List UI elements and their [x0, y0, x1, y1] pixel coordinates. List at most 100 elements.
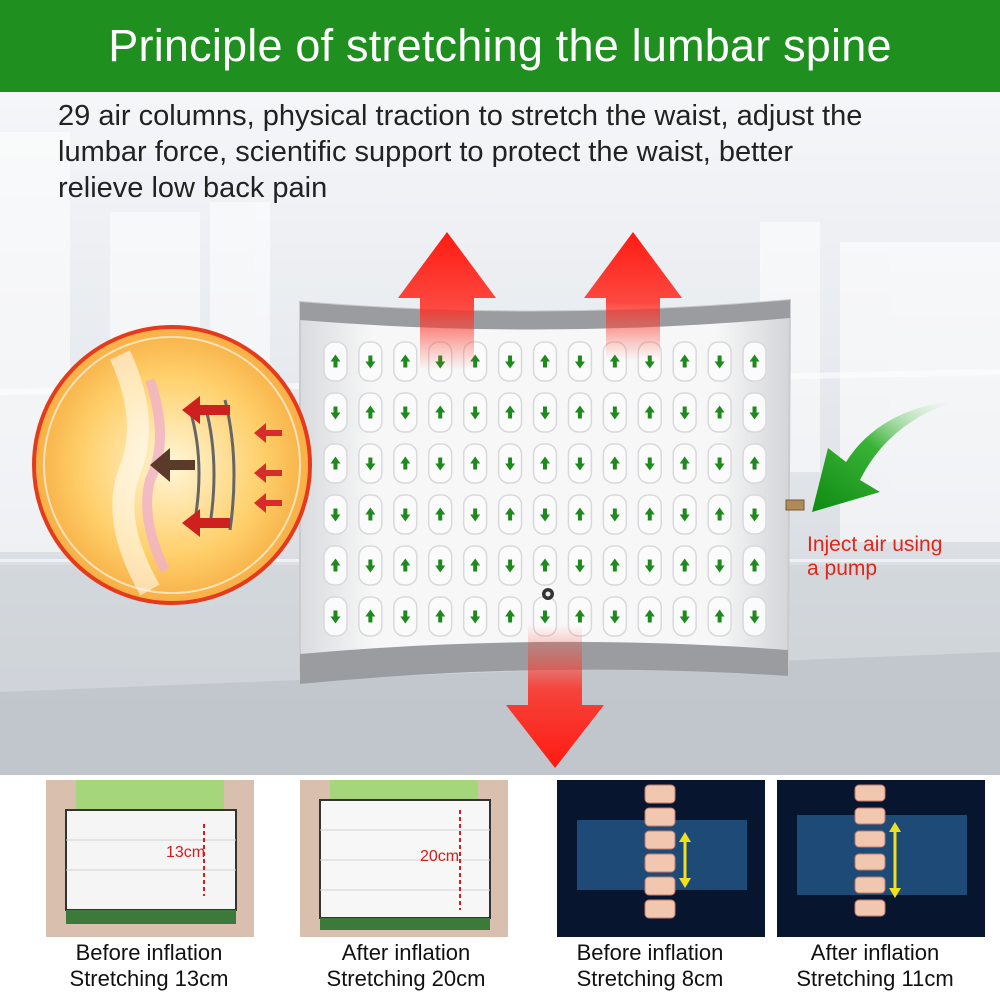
tiny-down-arrow-icon — [470, 610, 481, 624]
comparison-xray-after — [777, 780, 985, 937]
tiny-down-arrow-icon — [574, 457, 585, 471]
tiny-up-arrow-icon — [679, 558, 690, 572]
caption-top: After inflation — [810, 940, 940, 965]
tiny-up-arrow-icon — [714, 405, 725, 419]
measurement-label: 13cm — [166, 844, 206, 861]
tiny-down-arrow-icon — [540, 610, 550, 624]
page-title: Principle of stretching the lumbar spine — [108, 20, 892, 71]
tiny-up-arrow-icon — [435, 507, 446, 521]
tiny-down-arrow-icon — [400, 508, 411, 522]
tiny-up-arrow-icon — [644, 405, 655, 419]
tiny-down-arrow-icon — [749, 508, 760, 522]
tiny-up-arrow-icon — [574, 507, 585, 521]
tiny-up-arrow-icon — [714, 609, 725, 623]
tiny-up-arrow-icon — [679, 456, 690, 470]
tiny-down-arrow-icon — [714, 355, 725, 369]
tiny-up-arrow-icon — [470, 456, 481, 470]
tiny-up-arrow-icon — [330, 456, 341, 470]
tiny-up-arrow-icon — [470, 354, 481, 368]
comparison-caption: After inflation Stretching 20cm — [281, 940, 531, 992]
tiny-down-arrow-icon — [505, 559, 516, 573]
caption-bottom: Stretching 11cm — [796, 966, 954, 991]
tiny-up-arrow-icon — [679, 354, 690, 368]
tiny-down-arrow-icon — [400, 406, 411, 420]
pump-callout-line: a pump — [807, 557, 878, 580]
tiny-up-arrow-icon — [540, 558, 550, 572]
tiny-down-arrow-icon — [365, 559, 376, 573]
caption-bottom: Stretching 8cm — [576, 966, 724, 991]
caption-bottom: Stretching 13cm — [69, 966, 229, 991]
comparison-caption: Before inflation Stretching 13cm — [24, 940, 274, 992]
tiny-up-arrow-icon — [470, 558, 481, 572]
description-line: relieve low back pain — [58, 172, 328, 204]
tiny-down-arrow-icon — [330, 610, 341, 624]
tiny-down-arrow-icon — [470, 508, 481, 522]
pump-callout: Inject air using a pump — [807, 533, 942, 581]
tiny-up-arrow-icon — [609, 354, 620, 368]
tiny-down-arrow-icon — [749, 406, 760, 420]
tiny-up-arrow-icon — [400, 456, 411, 470]
tiny-down-arrow-icon — [365, 355, 376, 369]
belt-illustration — [32, 232, 960, 768]
tiny-up-arrow-icon — [749, 354, 760, 368]
tiny-up-arrow-icon — [400, 558, 411, 572]
tiny-down-arrow-icon — [365, 457, 376, 471]
tiny-down-arrow-icon — [609, 406, 620, 420]
tiny-up-arrow-icon — [365, 507, 376, 521]
comparison-caption: Before inflation Stretching 8cm — [525, 940, 775, 992]
tiny-down-arrow-icon — [400, 610, 411, 624]
tiny-up-arrow-icon — [505, 507, 516, 521]
tiny-down-arrow-icon — [540, 508, 550, 522]
pump-callout-line: Inject air using — [807, 533, 943, 556]
tiny-down-arrow-icon — [609, 508, 620, 522]
tiny-up-arrow-icon — [574, 405, 585, 419]
tiny-up-arrow-icon — [749, 456, 760, 470]
tiny-down-arrow-icon — [435, 457, 446, 471]
comparison-photo-after-belt: 20cm — [300, 780, 508, 937]
caption-top: After inflation — [341, 940, 471, 965]
caption-top: Before inflation — [75, 940, 223, 965]
tiny-down-arrow-icon — [330, 406, 341, 420]
title-banner: Principle of stretching the lumbar spine — [0, 0, 1000, 92]
tiny-down-arrow-icon — [644, 355, 655, 369]
tiny-down-arrow-icon — [540, 406, 550, 420]
caption-bottom: Stretching 20cm — [326, 966, 486, 991]
tiny-down-arrow-icon — [330, 508, 341, 522]
description-line: 29 air columns, physical traction to str… — [58, 100, 863, 132]
tiny-down-arrow-icon — [574, 355, 585, 369]
tiny-up-arrow-icon — [435, 609, 446, 623]
tiny-up-arrow-icon — [365, 609, 376, 623]
tiny-down-arrow-icon — [470, 406, 481, 420]
tiny-up-arrow-icon — [365, 405, 376, 419]
tiny-up-arrow-icon — [609, 558, 620, 572]
description-line: lumbar force, scientific support to prot… — [58, 136, 793, 168]
tiny-up-arrow-icon — [714, 507, 725, 521]
tiny-up-arrow-icon — [540, 354, 550, 368]
measurement-label: 20cm — [420, 848, 460, 865]
tiny-down-arrow-icon — [714, 559, 725, 573]
air-flow-arrow-icon — [150, 396, 282, 537]
tiny-up-arrow-icon — [609, 456, 620, 470]
tiny-down-arrow-icon — [505, 355, 516, 369]
pump-arrow-icon — [812, 400, 960, 512]
tiny-up-arrow-icon — [505, 609, 516, 623]
tiny-down-arrow-icon — [679, 610, 690, 624]
tiny-down-arrow-icon — [679, 508, 690, 522]
stretch-up-arrow-icon — [398, 232, 682, 370]
tiny-up-arrow-icon — [644, 609, 655, 623]
spine-magnifier — [32, 325, 312, 605]
tiny-up-arrow-icon — [330, 558, 341, 572]
tiny-down-arrow-icon — [505, 457, 516, 471]
tiny-up-arrow-icon — [644, 507, 655, 521]
tiny-down-arrow-icon — [644, 457, 655, 471]
tiny-down-arrow-icon — [679, 406, 690, 420]
tiny-down-arrow-icon — [574, 559, 585, 573]
tiny-up-arrow-icon — [435, 405, 446, 419]
tiny-up-arrow-icon — [330, 354, 341, 368]
tiny-up-arrow-icon — [749, 558, 760, 572]
tiny-down-arrow-icon — [644, 559, 655, 573]
tiny-up-arrow-icon — [574, 609, 585, 623]
comparison-photo-before-belt: 13cm — [46, 780, 254, 937]
comparison-xray-before — [557, 780, 765, 937]
tiny-down-arrow-icon — [609, 610, 620, 624]
